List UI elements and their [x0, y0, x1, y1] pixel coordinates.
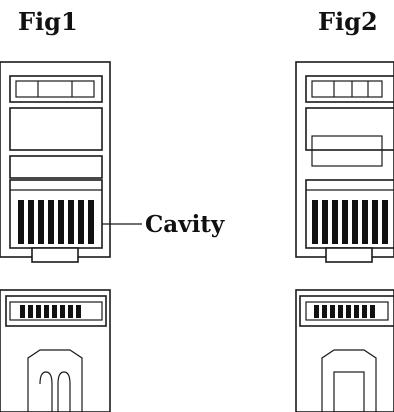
fig2-connector-end-view [295, 289, 394, 412]
fig2-contact-pins [312, 200, 388, 244]
fig1-middle-band [9, 107, 103, 151]
fig1-connector-end-view [0, 289, 111, 412]
fig1-contact-pins [18, 200, 94, 244]
cavity-label: Cavity [145, 211, 225, 238]
fig2-title: Fig2 [318, 7, 378, 36]
fig1-latch-slot [9, 75, 103, 103]
fig2-contact-block [305, 179, 394, 249]
cavity-callout: Cavity [102, 211, 225, 238]
fig1-connector-top-view [0, 61, 111, 263]
fig1-title: Fig1 [18, 7, 78, 36]
fig2-latch-slot [305, 75, 394, 103]
fig2-connector-top-view [295, 61, 394, 263]
fig1-end-pins [20, 305, 81, 318]
fig1-contact-block [9, 179, 103, 249]
fig2-end-pins [314, 305, 375, 318]
fig2-middle-band [305, 107, 394, 151]
